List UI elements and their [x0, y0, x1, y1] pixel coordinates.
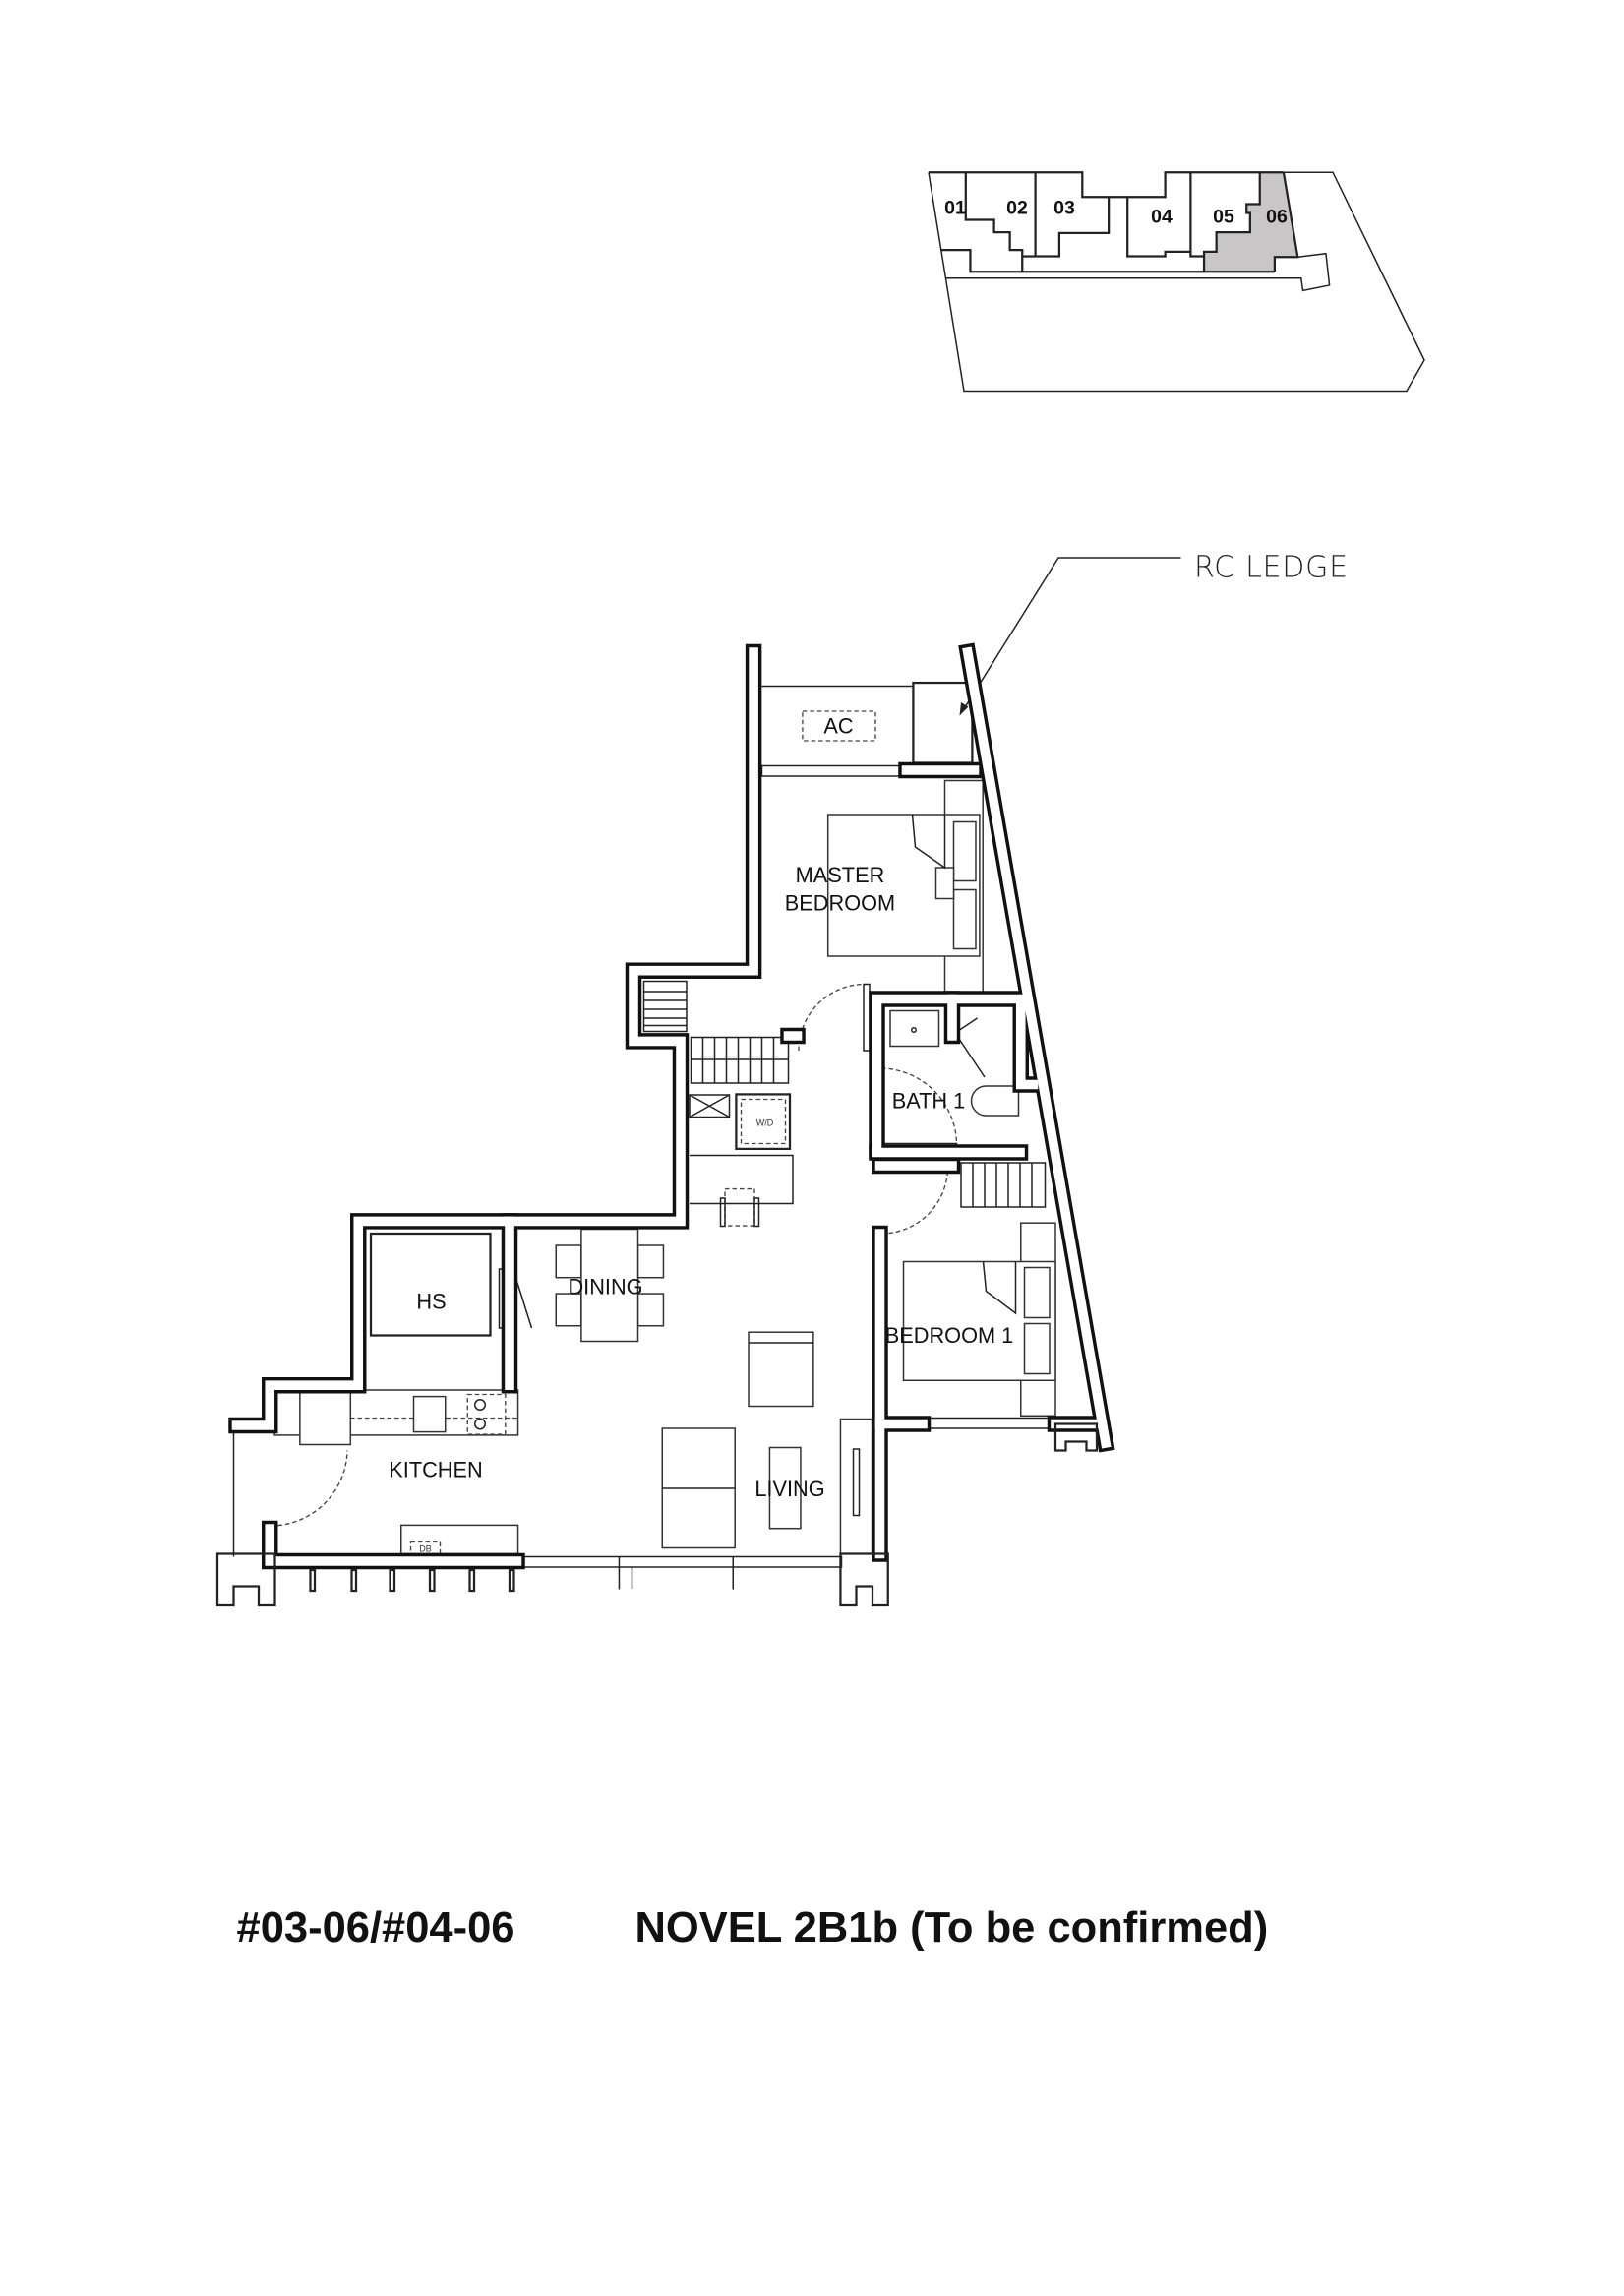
key-plan-unit-labels: 01 02 03 04 05 06 — [944, 198, 1288, 228]
pillow — [1023, 1322, 1051, 1375]
bath-1-label: BATH 1 — [892, 1089, 966, 1114]
bedroom-1-label: BEDROOM 1 — [885, 1323, 1014, 1348]
tv-console — [839, 1418, 873, 1555]
kitchen-sink — [412, 1395, 447, 1433]
kitchen-label: KITCHEN — [389, 1458, 482, 1482]
rc-ledge-label: RC LEDGE — [1194, 551, 1349, 585]
master-bedroom-label-line2: BEDROOM — [785, 891, 895, 916]
living-window — [515, 1555, 843, 1568]
plan-title: #03-06/#04-06 NOVEL 2B1b (To be confirme… — [237, 1904, 1269, 1952]
bath-wall-inner — [872, 994, 1039, 1155]
key-plan-label-06: 06 — [1266, 207, 1288, 228]
toilet — [970, 1085, 1020, 1117]
hob — [466, 1393, 507, 1435]
kitchen-door-swing — [270, 1450, 348, 1527]
pillow — [952, 820, 977, 882]
master-window — [760, 764, 905, 777]
db-label: DB — [419, 1543, 432, 1553]
bedroom1-storage — [960, 1162, 1047, 1208]
bedroom1-door-swing — [880, 1167, 949, 1235]
bedroom1-window — [922, 1417, 1056, 1429]
pillow — [952, 888, 977, 950]
piers — [215, 1232, 1099, 1607]
rc-ledge — [912, 681, 974, 764]
ac-label: AC — [823, 714, 853, 739]
shower-tray — [689, 1094, 731, 1118]
dining-chair — [636, 1244, 665, 1279]
key-plan-label-04: 04 — [1151, 207, 1173, 228]
master-left-wall-inner — [231, 647, 758, 1430]
kitchen-bottom-wall-inner — [265, 1524, 522, 1566]
key-plan-label-02: 02 — [1006, 198, 1028, 219]
hs-label: HS — [416, 1290, 446, 1314]
master-door — [863, 983, 871, 1052]
key-plan: 01 02 03 04 05 06 — [928, 171, 1425, 393]
bath-door-swing — [880, 1067, 958, 1146]
room-labels: AC MASTER BEDROOM BATH 1 HS DINING BEDRO… — [389, 714, 1013, 1502]
fittings: W/D — [232, 681, 1056, 1590]
key-plan-label-03: 03 — [1053, 198, 1075, 219]
unit-numbers: #03-06/#04-06 — [237, 1904, 515, 1952]
master-door-swing — [798, 983, 866, 1052]
hs-inner — [369, 1232, 492, 1337]
walls — [228, 642, 1115, 1570]
rc-ledge-callout: RC LEDGE — [959, 551, 1349, 716]
wd-label: W/D — [756, 1118, 774, 1128]
bed-sheet-fold — [982, 1261, 1017, 1315]
bed-sheet-fold — [911, 814, 946, 870]
coffee-table — [768, 1446, 802, 1530]
armchair — [748, 1331, 814, 1408]
pillow — [934, 867, 955, 900]
key-plan-label-01: 01 — [944, 198, 966, 219]
dining-chair — [555, 1244, 582, 1279]
dining-table — [580, 1228, 639, 1343]
washer-dryer-box — [735, 1093, 792, 1151]
key-plan-label-05: 05 — [1213, 207, 1234, 228]
tv — [852, 1448, 861, 1517]
leader-arrow-icon — [959, 702, 969, 716]
leader-line — [961, 557, 1181, 712]
study-table — [724, 1187, 755, 1227]
washer-dryer — [740, 1098, 787, 1145]
unit-floor-plan: W/D — [215, 642, 1115, 1607]
unit-type: NOVEL 2B1b (To be confirmed) — [635, 1904, 1269, 1952]
living-label: LIVING — [754, 1477, 824, 1501]
master-bedroom-label-line1: MASTER — [796, 863, 885, 887]
key-plan-unit-outlines — [929, 171, 1299, 273]
slanted-facade-wall-inner — [962, 646, 1112, 1449]
pillow — [1023, 1266, 1051, 1319]
key-plan-site-boundary — [928, 171, 1425, 393]
fridge — [299, 1390, 352, 1446]
storage-hatched — [642, 980, 790, 1084]
dining-label: DINING — [568, 1275, 642, 1299]
